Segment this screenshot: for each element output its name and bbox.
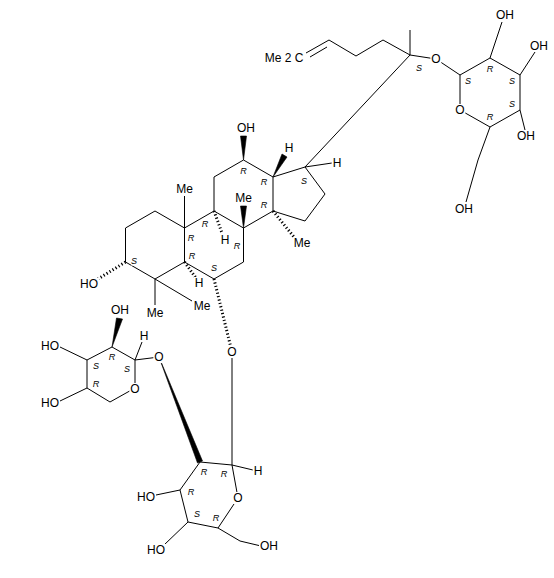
atom-label: Me xyxy=(193,300,212,312)
methyl-bond xyxy=(155,279,192,301)
side-chain xyxy=(305,55,410,167)
stereo-descriptor: R xyxy=(487,113,494,122)
atom-label: H xyxy=(139,330,150,342)
stereo-descriptor: R xyxy=(261,201,268,210)
stereo-descriptor: R xyxy=(234,242,241,251)
wedge-bond xyxy=(241,136,247,160)
atom-label: HO xyxy=(146,544,166,556)
ring-b xyxy=(185,211,244,279)
hydroxyl-bond xyxy=(164,522,188,545)
wedge-bond xyxy=(159,357,203,463)
methyl-bond xyxy=(410,30,411,55)
wedge-bond xyxy=(273,154,287,177)
hashed-bond xyxy=(273,211,294,237)
atom-label: H xyxy=(284,142,295,154)
ring-c xyxy=(214,160,273,228)
glycoside-bond xyxy=(232,352,233,465)
hashed-bond xyxy=(98,262,126,279)
atom-label: OH xyxy=(110,304,130,316)
atom-label: H xyxy=(194,277,205,289)
stereo-descriptor: S xyxy=(93,362,99,371)
stereo-descriptor: S xyxy=(465,77,471,86)
wedge-bond xyxy=(241,206,247,228)
atom-label: O xyxy=(153,351,164,363)
atom-label: H xyxy=(332,157,343,169)
stereo-descriptor: R xyxy=(109,353,116,362)
atom-label: O xyxy=(226,346,237,358)
stereo-descriptor: S xyxy=(131,257,137,266)
atom-label: OH xyxy=(495,9,515,21)
atom-label: Me xyxy=(146,307,165,319)
hydrogen-bond-line xyxy=(232,465,253,470)
stereo-descriptor: R xyxy=(189,252,196,261)
stereo-descriptor: R xyxy=(213,514,220,523)
hydroxyl-bond xyxy=(60,388,87,401)
stereo-descriptor: S xyxy=(194,510,200,519)
atom-label: Me 2 C xyxy=(264,52,305,64)
hydroxymethyl-bond xyxy=(218,528,261,546)
methyl-bond xyxy=(184,196,185,228)
stereo-descriptor: R xyxy=(221,470,228,479)
hashed-bond xyxy=(214,279,232,352)
methyl-bond xyxy=(155,279,156,305)
glucose-ring xyxy=(460,58,520,127)
atom-label: HO xyxy=(40,397,60,409)
hydroxyl-bond xyxy=(520,110,525,130)
ring-d xyxy=(273,167,325,221)
hydrogen-bond-line xyxy=(135,342,142,360)
atom-label: Me xyxy=(293,237,312,249)
atom-label: H xyxy=(220,234,231,246)
hydroxymethyl-bond xyxy=(466,127,490,202)
side-chain xyxy=(306,40,410,56)
stereo-descriptor: R xyxy=(188,234,195,243)
atom-label: Me xyxy=(234,192,253,204)
atom-label: O xyxy=(129,383,140,395)
hydroxyl-bond xyxy=(520,52,535,75)
stereo-descriptor: R xyxy=(487,65,494,74)
stereo-descriptor: R xyxy=(93,380,100,389)
stereo-descriptor: R xyxy=(188,488,195,497)
hydroxyl-bond xyxy=(156,490,180,495)
atom-label: OH xyxy=(516,130,536,142)
stereo-descriptor: S xyxy=(416,64,422,73)
atom-label: O xyxy=(430,53,441,65)
double-bond xyxy=(310,47,327,57)
atom-label: OH xyxy=(529,40,549,52)
hydroxyl-bond xyxy=(60,347,87,360)
stereo-descriptor: R xyxy=(202,220,209,229)
atom-label: HO xyxy=(40,340,60,352)
atom-label: HO xyxy=(136,491,156,503)
hashed-bond xyxy=(214,211,222,233)
hydrogen-bond-line xyxy=(305,163,332,167)
atom-label: OH xyxy=(236,122,256,134)
atom-label: OH xyxy=(259,540,279,552)
atom-label: O xyxy=(232,492,243,504)
atom-label: HO xyxy=(79,278,99,290)
stereo-descriptor: S xyxy=(124,365,130,374)
wedge-bond xyxy=(112,318,123,347)
hydroxyl-bond xyxy=(490,22,502,58)
atom-label: H xyxy=(253,465,264,477)
atom-label: O xyxy=(454,104,465,116)
stereo-descriptor: S xyxy=(211,264,217,273)
atom-label: Me xyxy=(175,183,194,195)
stereo-descriptor: S xyxy=(509,77,515,86)
stereo-descriptor: R xyxy=(261,178,268,187)
hashed-bond xyxy=(185,262,197,278)
glucose-ring xyxy=(180,462,238,528)
xylose-ring xyxy=(87,347,135,402)
stereo-descriptor: R xyxy=(240,167,247,176)
stereo-descriptor: R xyxy=(201,468,208,477)
stereo-descriptor: S xyxy=(509,100,515,109)
ring-a xyxy=(126,211,185,279)
atom-label: OH xyxy=(454,203,474,215)
stereo-descriptor: S xyxy=(301,177,307,186)
